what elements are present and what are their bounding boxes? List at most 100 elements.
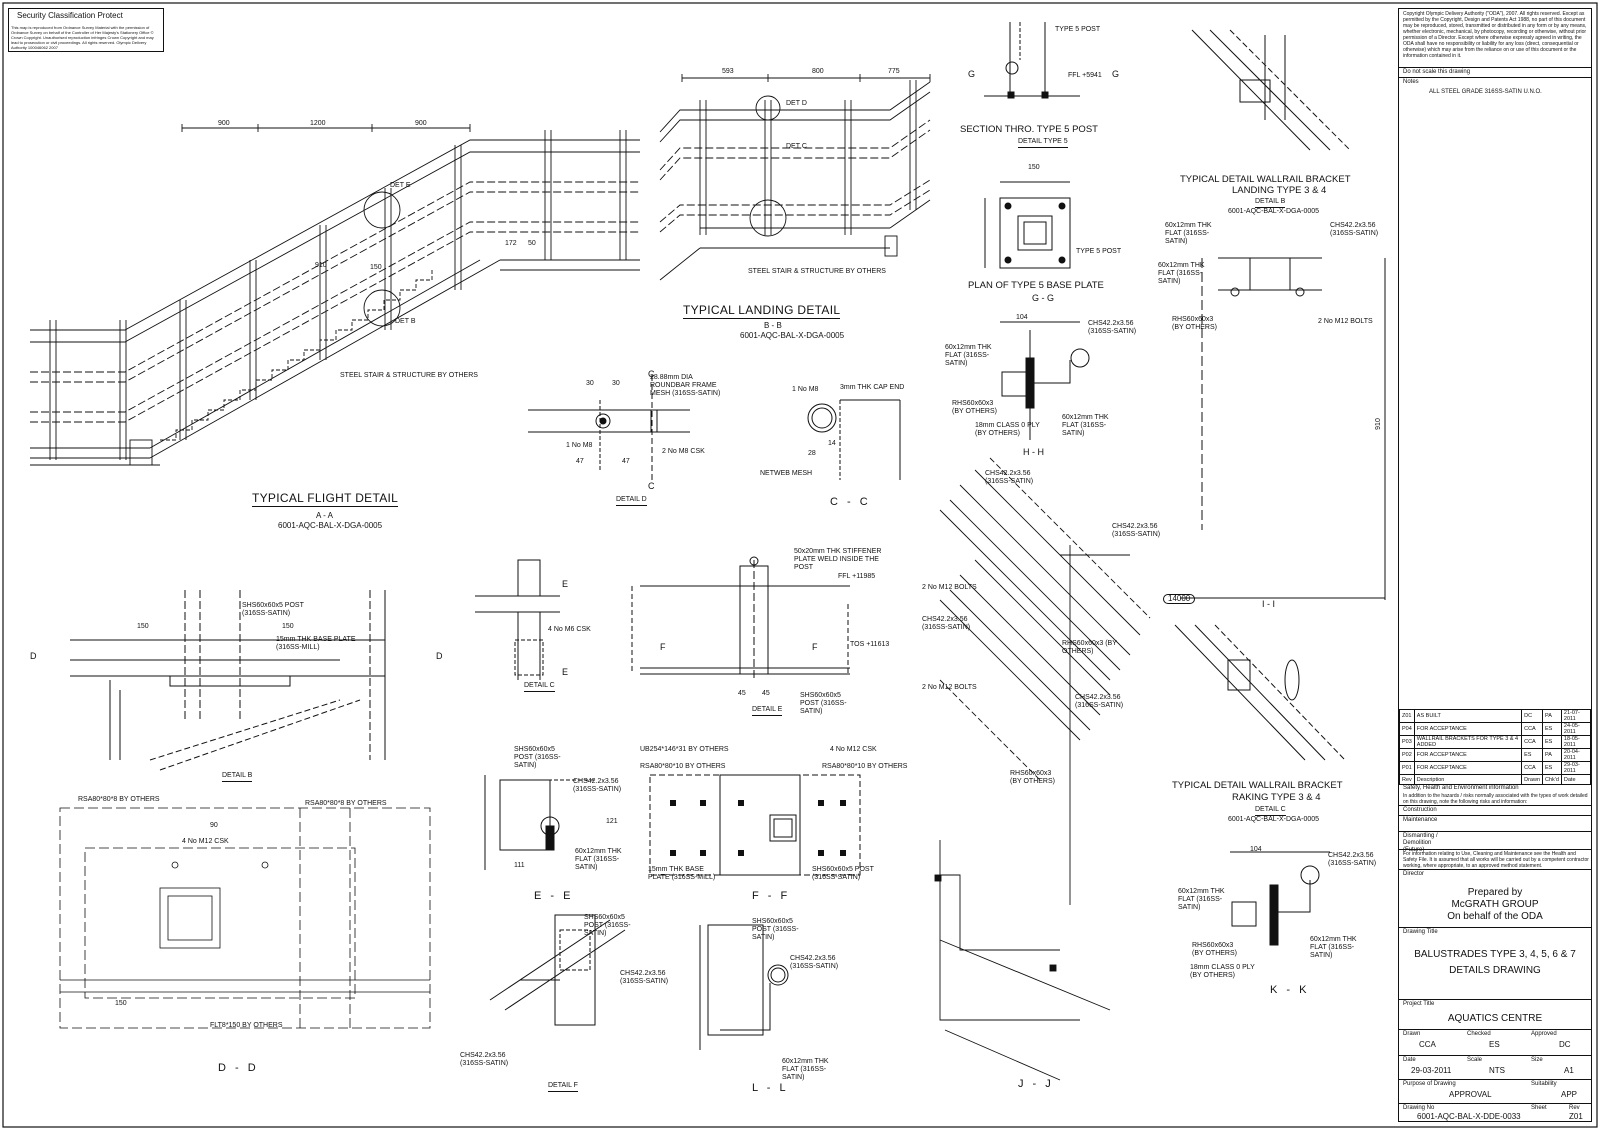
revision-date: 21-07-2011	[1560, 709, 1592, 723]
detail-e-f1: F	[660, 642, 666, 652]
flight-detail-drawing	[30, 124, 640, 466]
jj-bolts-1: 2 No M12 BOLTS	[922, 584, 977, 591]
hh-section: H - H	[1023, 447, 1044, 457]
she-maintenance: Maintenance	[1403, 817, 1438, 823]
detail-b-sub: DETAIL B	[222, 772, 253, 782]
detail-e-drawing	[631, 556, 850, 680]
revision-drawn: ES	[1521, 748, 1544, 762]
sec-g-sub: DETAIL TYPE 5	[1018, 138, 1068, 148]
prepared-behalf: On behalf of the ODA	[1447, 911, 1543, 922]
dd-section: D - D	[218, 1062, 259, 1074]
wall-landing-title: TYPICAL DETAIL WALLRAIL BRACKET	[1180, 174, 1351, 185]
size-label: Size	[1531, 1057, 1543, 1063]
revision-drawn: CCA	[1521, 722, 1544, 736]
hh-chs: CHS42.2x3.56 (316SS-SATIN)	[1088, 320, 1137, 335]
revision-drawn: CCA	[1521, 761, 1544, 775]
revision-desc: FOR ACCEPTANCE	[1413, 761, 1523, 775]
ll-shs: SHS60x60x5 POST (316SS-SATIN)	[752, 918, 799, 941]
plan-title: PLAN OF TYPE 5 BASE PLATE	[968, 280, 1104, 291]
she-text: In addition to the hazards / risks norma…	[1403, 793, 1588, 805]
sheet-label: Sheet	[1531, 1105, 1547, 1111]
revision-date: 20-04-2011	[1560, 748, 1592, 762]
cc-28: 28	[808, 450, 816, 457]
flight-section: A - A	[316, 511, 333, 520]
landing-det-d: DET D	[786, 100, 807, 107]
detail-d-mesh: 28.88mm DIA ROUNDBAR FRAME MESH (316SS-S…	[650, 374, 721, 397]
detail-d-47b: 47	[622, 458, 630, 465]
rev-value: Z01	[1569, 1112, 1583, 1121]
dd-flt: FLT8*150 BY OTHERS	[210, 1022, 283, 1029]
cc-m8: 1 No M8	[792, 386, 819, 393]
revision-desc: WALLRAIL BRACKETS FOR TYPE 3 & 4 ADDED	[1413, 735, 1523, 749]
jj-rhs-1: RHS60x60x3 (BY OTHERS)	[1062, 640, 1117, 655]
detail-e-sub: DETAIL E	[752, 706, 783, 716]
flight-50: 50	[528, 240, 536, 247]
wallrail-raking-drawing	[1174, 624, 1346, 761]
detail-e-shs: SHS60x60x5 POST (316SS-SATIN)	[800, 692, 847, 715]
ff-rsa-2: RSA80*80*10 BY OTHERS	[822, 763, 908, 770]
revision-chk: PA	[1542, 709, 1562, 723]
flight-dim-2: 1200	[310, 120, 326, 127]
detail-b-shs: SHS60x60x5 POST (316SS-SATIN)	[242, 602, 304, 617]
revision-chk: PA	[1542, 748, 1562, 762]
cc-cap: 3mm THK CAP END	[840, 384, 905, 391]
landing-det-c: DET C	[786, 143, 807, 150]
approved-label: Approved	[1531, 1031, 1557, 1037]
wall-landing-rhs: RHS60x60x3 (BY OTHERS)	[1172, 316, 1217, 331]
wall-landing-flat-2: 60x12mm THK FLAT (316SS-SATIN)	[1158, 262, 1205, 285]
wall-raking-title2: RAKING TYPE 3 & 4	[1232, 792, 1321, 803]
flight-det-e: DET E	[390, 182, 411, 189]
flight-det-b: DET B	[395, 318, 416, 325]
section-cc-drawing	[807, 399, 901, 480]
wall-landing-ref: 6001-AQC-BAL-X-DGA-0005	[1228, 208, 1320, 215]
flight-dim-1: 900	[218, 120, 230, 127]
detail-b-150b: 150	[282, 623, 294, 630]
kk-section: K - K	[1270, 984, 1310, 996]
security-classification-box: Security Classification Protect This map…	[8, 8, 164, 52]
security-title: Security Classification Protect	[17, 11, 123, 20]
drawn-label: Drawn	[1403, 1031, 1421, 1037]
detail-e-tos: TOS +11613	[850, 641, 890, 648]
jj-chs-3: CHS42.2x3.56 (316SS-SATIN)	[922, 616, 971, 631]
revision-rev: P02	[1399, 748, 1415, 762]
revision-header-cell: Date	[1560, 774, 1592, 785]
detail-c-csk: 4 No M6 CSK	[548, 626, 591, 633]
section-ii-drawing	[1180, 258, 1386, 599]
detail-b-d1: D	[30, 651, 37, 661]
drawing-title-line2: DETAILS DRAWING	[1449, 965, 1541, 976]
ee-chs: CHS42.2x3.56 (316SS-SATIN)	[573, 778, 622, 793]
section-hh-drawing	[1000, 321, 1090, 440]
ee-shs: SHS60x60x5 POST (316SS-SATIN)	[514, 746, 561, 769]
section-ff-drawing	[649, 774, 861, 876]
copyright-notice: Copyright Olympic Delivery Authority ("O…	[1403, 11, 1587, 59]
revision-drawn: CCA	[1521, 735, 1544, 749]
hh-flat-2: 60x12mm THK FLAT (316SS-SATIN)	[1062, 414, 1109, 437]
rev-label: Rev	[1569, 1105, 1580, 1111]
flight-dim-3: 900	[415, 120, 427, 127]
checked-value: ES	[1489, 1040, 1500, 1049]
revision-rev: P04	[1399, 722, 1415, 736]
detail-f-chs-1: CHS42.2x3.56 (316SS-SATIN)	[620, 970, 669, 985]
flight-steel-note: STEEL STAIR & STRUCTURE BY OTHERS	[340, 372, 478, 379]
detail-c-e2: E	[562, 667, 569, 677]
ee-111: 111	[514, 862, 525, 869]
detail-e-45a: 45	[738, 690, 746, 697]
revision-chk: ES	[1542, 761, 1562, 775]
checked-label: Checked	[1467, 1031, 1491, 1037]
landing-ref: 6001-AQC-BAL-X-DGA-0005	[740, 331, 845, 340]
revision-date: 29-03-2011	[1560, 761, 1592, 775]
date-value: 29-03-2011	[1411, 1066, 1452, 1075]
plan-150: 150	[1028, 164, 1040, 171]
section-ll-drawing	[699, 924, 789, 1050]
revision-chk: ES	[1542, 735, 1562, 749]
plan-type5: TYPE 5 POST	[1076, 248, 1122, 255]
ee-section: E - E	[534, 890, 574, 902]
wall-landing-bolts: 2 No M12 BOLTS	[1318, 318, 1373, 325]
